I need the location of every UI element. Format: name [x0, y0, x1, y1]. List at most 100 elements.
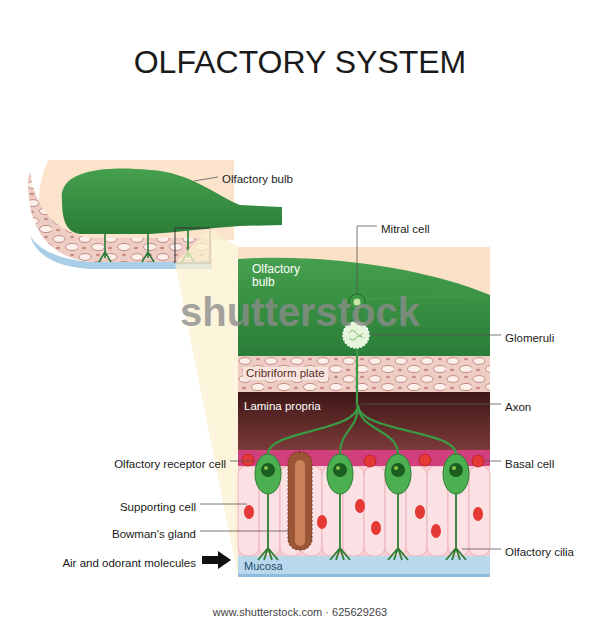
leader-lines-part	[462, 549, 501, 550]
axons-part	[340, 405, 358, 454]
leader-lines-part	[485, 461, 501, 462]
mucosa-band-shape-part	[238, 574, 490, 577]
epithelium-part-part	[371, 521, 381, 535]
band-label: Lamina propria	[244, 400, 321, 413]
part-label: Axon	[505, 400, 531, 414]
leader-lines-part	[230, 461, 253, 462]
leader-lines-part	[194, 177, 218, 181]
part-label: Basal cell	[505, 457, 554, 471]
part-label-holder: Bowman's gland	[112, 524, 196, 542]
receptor-cells-part-part	[261, 463, 275, 477]
epithelium-part-part	[472, 455, 484, 467]
epithelium-part-part	[469, 466, 490, 556]
axons-part	[356, 310, 358, 322]
receptor-cells-part-part	[333, 463, 347, 477]
epithelium-part-part	[364, 455, 376, 467]
leader-lines-part	[357, 226, 377, 293]
epithelium-part-part	[364, 466, 385, 556]
part-label-holder: Olfactory receptor cell	[114, 454, 226, 472]
part-label-holder: Axon	[505, 397, 531, 415]
receptor-cells-part	[261, 463, 463, 477]
overview-head-part-part	[142, 232, 154, 262]
epithelium-part-part	[431, 524, 441, 538]
watermark-holder: shutterstock	[0, 292, 600, 332]
epithelium-part-part	[244, 505, 254, 519]
watermark: shutterstock	[180, 292, 420, 332]
epithelium	[238, 450, 490, 556]
title-holder: OLFACTORY SYSTEM	[0, 43, 600, 81]
overview-head-part	[99, 230, 194, 262]
axons-part	[358, 405, 456, 454]
receptor-cells-part-part	[446, 494, 466, 560]
axons-part	[358, 405, 398, 454]
zoom-cone	[175, 228, 238, 577]
receptor-cells-part	[258, 494, 466, 560]
receptor-cells-part	[264, 466, 456, 470]
leader-lines-part	[371, 335, 501, 336]
footer-credit-holder: www.shutterstock.com · 625629263	[0, 602, 600, 620]
air-arrow	[202, 551, 231, 569]
receptor-cells-part-part	[449, 463, 463, 477]
receptor-cells-part-part	[394, 466, 398, 470]
glomerulus-part	[349, 331, 363, 341]
part-label-holder: Glomeruli	[505, 328, 554, 346]
part-label: Mitral cell	[381, 222, 430, 236]
axons	[268, 296, 484, 454]
epithelium-part	[295, 460, 305, 546]
leader-lines	[194, 177, 501, 549]
axons-part	[365, 296, 484, 300]
part-label: Olfactory bulb	[222, 172, 293, 186]
part-label-holder: Supporting cell	[120, 497, 196, 515]
mitral-cell	[349, 294, 365, 310]
epithelium-part-part	[415, 505, 425, 519]
glomerulus	[343, 322, 369, 348]
receptor-cells-part-part	[258, 494, 278, 560]
part-label: Supporting cell	[120, 500, 196, 514]
band-label: Mucosa	[244, 560, 283, 573]
axons-part	[356, 348, 358, 405]
part-label: Olfactory cilia	[505, 545, 574, 559]
leader-lines-part	[361, 404, 501, 405]
part-label: Bowman's gland	[112, 527, 196, 541]
receptor-cells-part-part	[255, 454, 281, 494]
part-label-holder: Basal cell	[505, 454, 554, 472]
epithelium-part	[288, 452, 312, 550]
part-label: Glomeruli	[505, 331, 554, 345]
part-label-holder: Air and odorant molecules	[62, 553, 196, 571]
footer-credit: www.shutterstock.com · 625629263	[213, 605, 387, 619]
leader-lines-part	[200, 504, 247, 505]
part-label-holder: Mitral cell	[381, 219, 430, 237]
receptor-cells	[255, 454, 469, 560]
part-label: Olfactory receptor cell	[114, 457, 226, 471]
receptor-cells-part-part	[452, 466, 456, 470]
overview-head-part-part	[99, 232, 111, 262]
cribriform-band-shape-part	[238, 356, 490, 392]
part-label-holder: Olfactory bulb	[222, 169, 293, 187]
receptor-cells-part-part	[388, 494, 408, 560]
epithelium-part	[244, 499, 483, 538]
part-label-holder: Olfactory cilia	[505, 542, 574, 560]
receptor-cells-part-part	[336, 466, 340, 470]
receptor-cells-part-part	[391, 463, 405, 477]
title: OLFACTORY SYSTEM	[134, 43, 467, 81]
epithelium-part-part	[473, 507, 483, 521]
axons-part	[268, 405, 358, 454]
part-label: Air and odorant molecules	[62, 556, 196, 570]
mitral-cell-part	[354, 299, 361, 306]
glomerulus-part	[343, 322, 369, 348]
receptor-cells-part-part	[327, 454, 353, 494]
receptor-cells-part-part	[443, 454, 469, 494]
epithelium-part	[238, 450, 490, 556]
receptor-cells-part-part	[264, 466, 268, 470]
band-label: Cribriform plate	[243, 367, 328, 380]
epithelium-part-part	[355, 499, 365, 513]
epithelium-part-part	[317, 515, 327, 529]
cribriform-band: Cribriform plate	[238, 356, 490, 392]
band-label: Olfactory bulb	[252, 263, 312, 289]
receptor-cells-part-part	[330, 494, 350, 560]
receptor-cells-part-part	[385, 454, 411, 494]
mitral-cell-part	[349, 294, 365, 310]
leader-lines-part	[200, 531, 289, 532]
epithelium-part-part	[419, 454, 431, 466]
